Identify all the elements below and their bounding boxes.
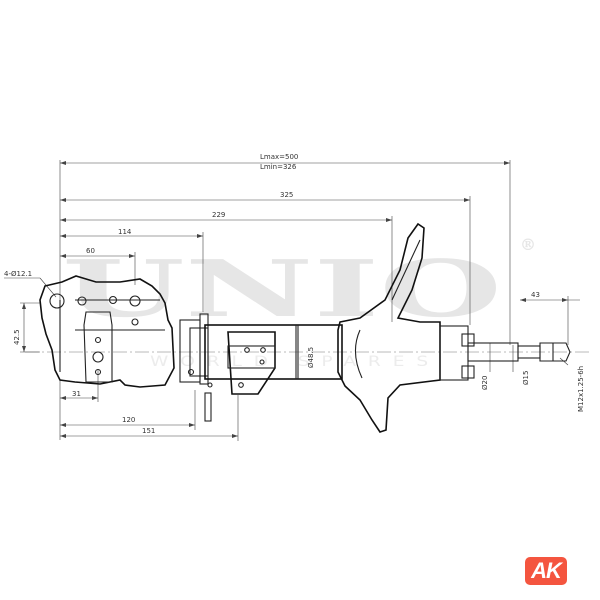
dim-dia-15: Ø15 [522, 371, 530, 385]
dim-dia-48-5: Ø48.5 [307, 347, 315, 368]
dim-thread: M12x1.25-6h [577, 366, 585, 412]
dim-60: 60 [86, 247, 95, 255]
dimension-labels: Lmax=500 Lmin=326 325 229 114 60 43 4-Ø1… [4, 153, 585, 435]
dim-325: 325 [280, 191, 293, 199]
dim-42-5: 42.5 [13, 329, 21, 345]
dimension-lines [4, 160, 580, 441]
mounting-bracket [39, 275, 175, 388]
dim-151: 151 [142, 427, 155, 435]
dim-114: 114 [118, 228, 132, 236]
clamp [179, 313, 213, 422]
spring-seat [337, 222, 475, 433]
dim-229: 229 [212, 211, 225, 219]
watermark-tagline: WORLD SPARES [150, 354, 440, 370]
ak-logo-text: AK [531, 558, 562, 583]
piston-rod [467, 342, 571, 362]
dim-120: 120 [122, 416, 135, 424]
dim-43: 43 [531, 291, 540, 299]
dim-31: 31 [72, 390, 81, 398]
watermark-brand: UNIO [62, 244, 502, 335]
ak-logo: AK [525, 557, 567, 585]
shock-body [204, 324, 343, 395]
watermark: UNIO ® WORLD SPARES [62, 235, 536, 370]
dim-lmax: Lmax=500 [260, 153, 298, 161]
dim-lmin: Lmin=326 [260, 163, 297, 171]
dim-holes: 4-Ø12.1 [4, 270, 32, 278]
watermark-registered-mark: ® [520, 235, 536, 254]
dim-dia-20: Ø20 [481, 376, 489, 390]
